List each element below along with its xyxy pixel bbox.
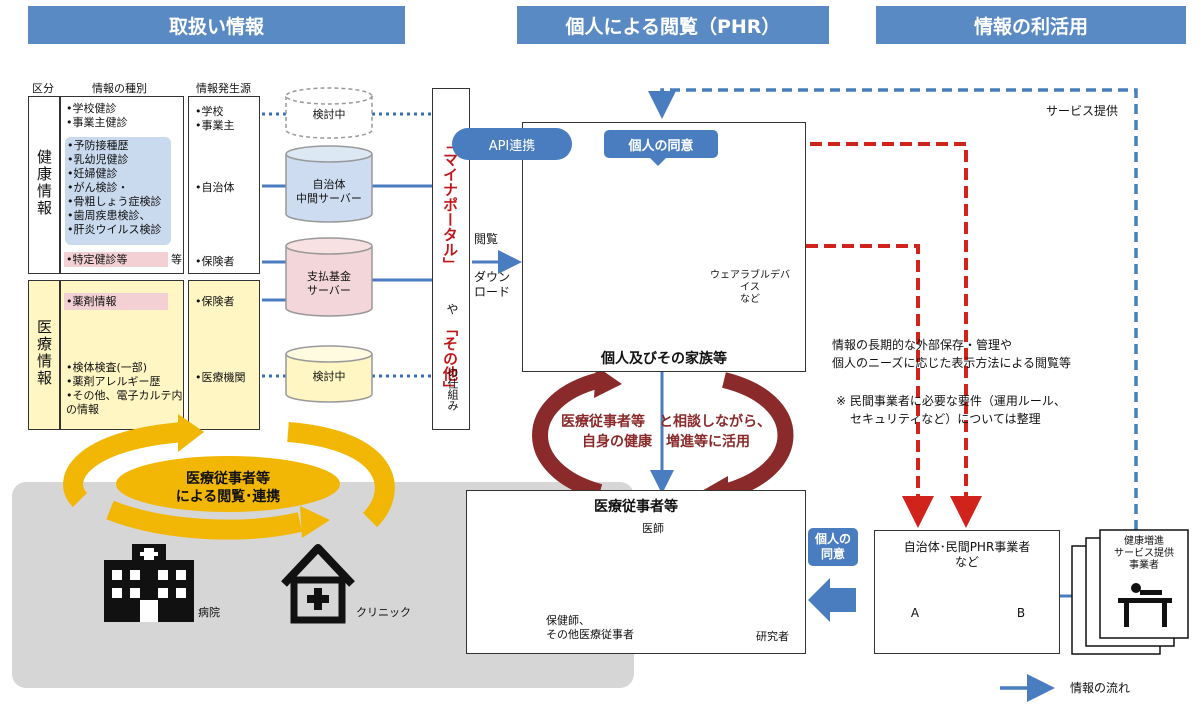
health-item-c-suffix: 等 [171,253,182,266]
header-left: 取扱い情報 [28,6,405,44]
portal-suffix: の仕組み [446,367,459,411]
api-link-pill: API連携 [452,128,572,160]
legend-label: 情報の流れ [1070,681,1131,695]
medical-sources: •保険者 •医療機関 [188,280,260,430]
phr-provider-box [874,530,1060,654]
header-middle: 個人による閲覧（PHR） [517,6,829,44]
cycle-text: 医療従事者等 と相談しながら、 自身の健康 増進等に活用 [561,414,771,450]
consent-callout-tail [650,158,666,166]
service-label: サービス提供 [1046,104,1119,118]
view-label: 閲覧 [474,232,499,246]
hospital-icon [104,544,194,622]
drug-band [64,293,168,310]
db-cylinder-2 [285,145,373,223]
db-cylinder-4 [285,345,373,403]
db-a-label: A [910,606,920,620]
vaccination-band [65,137,171,245]
clinic-label: クリニック [356,606,411,619]
person-caption: 個人及びその家族等 [601,351,727,367]
db2-label: 自治体中間サーバー [296,178,362,205]
consent-callout: 個人の同意 [604,130,718,158]
doctor-label: 医師 [642,522,664,535]
right-note: ※ 民間事業者に必要な要件（運用ルール、セキュリティなど）については整理 [836,394,1066,426]
health-provider-label: 健康増進サービス提供事業者 [1114,536,1174,571]
portal-name1: 「マイナポータル」 [441,137,459,272]
phr-provider-label: 自治体･民間PHR事業者など [903,540,1031,569]
download-label: ダウンロード [474,270,511,299]
left-cycle-text: 医療従事者等による閲覧･連携 [175,471,281,505]
nurse-label: 保健師、その他医療従事者 [546,614,634,641]
health-provider-card [1099,529,1189,639]
clinic-house-icon [281,544,355,624]
right-description: 情報の長期的な外部保存・管理や個人のニーズに応じた表示方法による閲覧等 [832,338,1072,370]
wearable-label: ウェアラブルデバイスなど [710,270,790,305]
health-items-a: •学校健診 •事業主健診 [66,102,128,129]
medical-types: •薬剤情報 •検体検査(一部) •薬剤アレルギー歴 •その他、電子カルテ内 の情… [60,280,184,430]
consent-callout-2: 個人の同意 [808,528,858,566]
db-b-label: B [1016,606,1026,620]
health-category: 健康情報 [28,96,60,274]
portal-name2: 「その他」 [441,321,459,396]
health-items-b: •予防接種歴 •乳幼児健診 •妊婦健診 •がん検診・ •骨粗しょう症検診 •歯周… [67,139,162,236]
hospital-label: 病院 [198,606,220,619]
health-sources: •学校•事業主 •自治体 •保険者 [188,96,260,274]
db3-label: 支払基金サーバー [307,270,351,297]
specific-checkup-band [64,252,168,267]
db-cylinder-3 [285,237,373,317]
col-info-type: 情報の種別 [92,82,147,95]
staff-box [466,490,806,654]
portal-ya: や [445,303,459,315]
col-category: 区分 [32,82,54,95]
db4-label: 検討中 [312,370,346,383]
db1-label: 検討中 [312,108,346,121]
health-item-c: •特定健診等 [66,253,128,266]
medical-category: 医療情報 [28,280,60,430]
health-types: •学校健診 •事業主健診 •予防接種歴 •乳幼児健診 •妊婦健診 •がん検診・ … [60,96,184,274]
db-cylinder-1 [285,87,373,139]
researcher-label: 研究者 [756,630,789,643]
col-source: 情報発生源 [196,82,251,95]
fitness-icon [1118,583,1172,627]
staff-title: 医療従事者等 [594,499,678,515]
header-right: 情報の利活用 [876,6,1186,44]
